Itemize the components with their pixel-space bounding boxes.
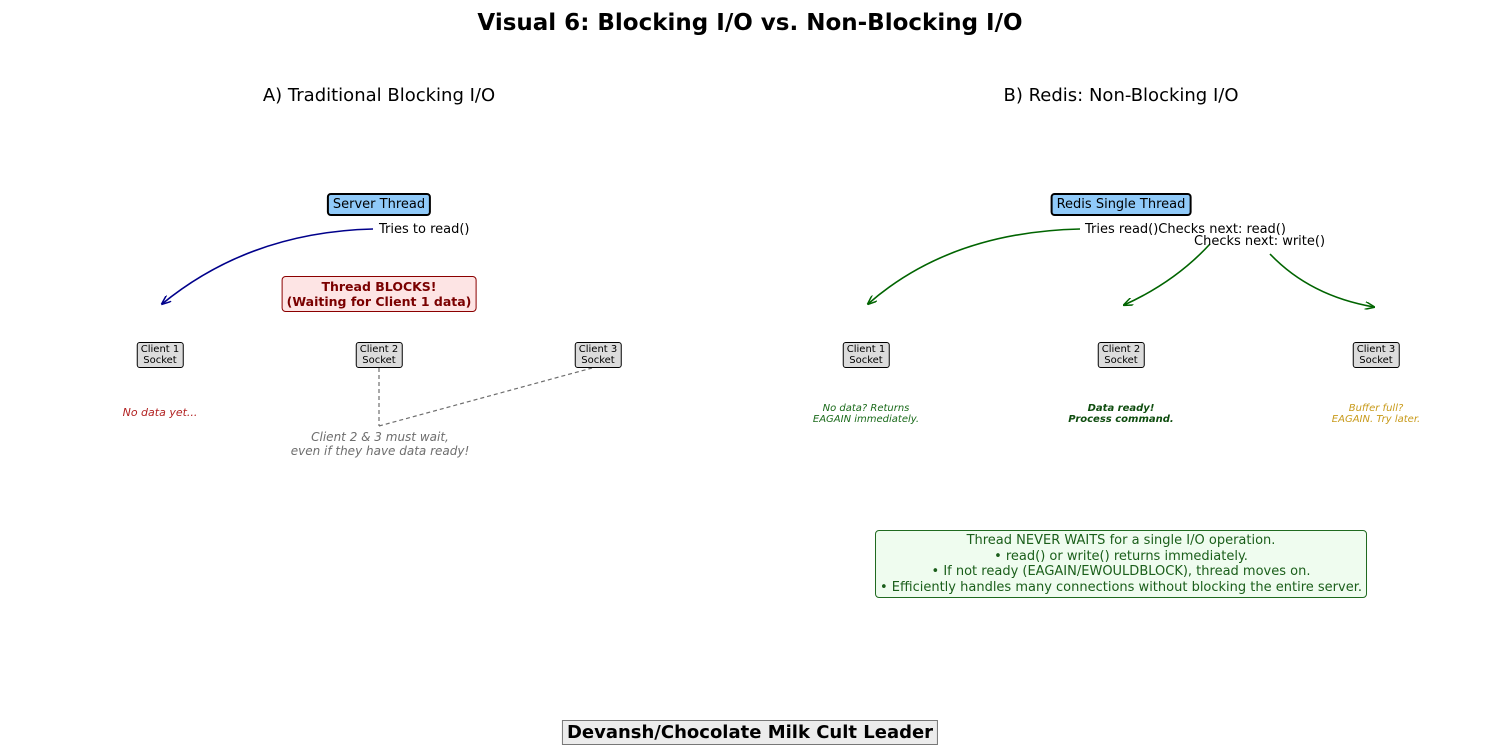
nonblocking-write-arrow-client3 — [1269, 253, 1374, 307]
socket-label-line1: Client 1 — [140, 344, 180, 355]
panel-a-client3-socket: Client 3 Socket — [574, 342, 622, 368]
status-line2: EAGAIN. Try later. — [1331, 414, 1421, 425]
socket-label-line2: Socket — [581, 355, 615, 366]
nonblocking-read-arrow-client1 — [868, 228, 1081, 304]
blocking-read-arrow — [162, 228, 374, 304]
tries-read-checks-label: Tries read()Checks next: read() — [1085, 222, 1286, 237]
socket-label-line2: Socket — [1359, 355, 1393, 366]
status-line1: Buffer full? — [1348, 403, 1404, 414]
thread-blocks-line1: Thread BLOCKS! — [321, 279, 437, 294]
summary-line: • Efficiently handles many connections w… — [880, 579, 1362, 595]
wait-note: Client 2 & 3 must wait, even if they hav… — [291, 430, 470, 458]
tries-read-label: Tries to read() — [379, 222, 470, 237]
client1-eagain-status: No data? Returns EAGAIN immediately. — [813, 403, 919, 425]
client2-data-ready-status: Data ready! Process command. — [1068, 403, 1173, 425]
panel-b-client2-socket: Client 2 Socket — [1097, 342, 1145, 368]
thread-blocks-line2: (Waiting for Client 1 data) — [286, 294, 472, 309]
summary-line: • read() or write() returns immediately. — [994, 548, 1248, 564]
redis-thread-box: Redis Single Thread — [1050, 193, 1192, 216]
page-title: Visual 6: Blocking I/O vs. Non-Blocking … — [477, 10, 1023, 36]
panel-b-client3-socket: Client 3 Socket — [1352, 342, 1400, 368]
socket-label-line1: Client 1 — [846, 344, 886, 355]
socket-label-line1: Client 3 — [578, 344, 618, 355]
socket-label-line2: Socket — [1104, 355, 1138, 366]
server-thread-box: Server Thread — [326, 193, 432, 216]
footer-credit: Devansh/Chocolate Milk Cult Leader — [561, 720, 939, 745]
checks-write-label: Checks next: write() — [1194, 234, 1326, 249]
status-line2: EAGAIN immediately. — [812, 414, 920, 425]
socket-label-line1: Client 2 — [1101, 344, 1141, 355]
thread-blocks-box: Thread BLOCKS! (Waiting for Client 1 dat… — [281, 276, 477, 312]
socket-label-line2: Socket — [143, 355, 177, 366]
status-line1: Data ready! — [1087, 403, 1155, 414]
summary-line: Thread NEVER WAITS for a single I/O oper… — [966, 533, 1276, 548]
status-line1: No data? Returns — [822, 403, 910, 414]
panel-a-title: A) Traditional Blocking I/O — [262, 85, 496, 106]
nonblocking-read-arrow-client2 — [1124, 243, 1211, 305]
panel-a-client2-socket: Client 2 Socket — [355, 342, 403, 368]
panel-b-title: B) Redis: Non-Blocking I/O — [1003, 85, 1239, 106]
non-blocking-summary-box: Thread NEVER WAITS for a single I/O oper… — [875, 530, 1367, 598]
summary-line: • If not ready (EAGAIN/EWOULDBLOCK), thr… — [931, 564, 1311, 579]
wait-note-line1: Client 2 & 3 must wait, — [311, 430, 449, 444]
client1-no-data-status: No data yet... — [122, 406, 198, 419]
socket-label-line1: Client 2 — [359, 344, 399, 355]
panel-a-client1-socket: Client 1 Socket — [136, 342, 184, 368]
socket-label-line2: Socket — [849, 355, 883, 366]
wait-dashed-line-client3 — [378, 367, 593, 427]
panel-b-client1-socket: Client 1 Socket — [842, 342, 890, 368]
client3-buffer-full-status: Buffer full? EAGAIN. Try later. — [1332, 403, 1420, 425]
socket-label-line2: Socket — [362, 355, 396, 366]
wait-note-line2: even if they have data ready! — [290, 444, 470, 458]
status-line2: Process command. — [1068, 414, 1174, 425]
socket-label-line1: Client 3 — [1356, 344, 1396, 355]
